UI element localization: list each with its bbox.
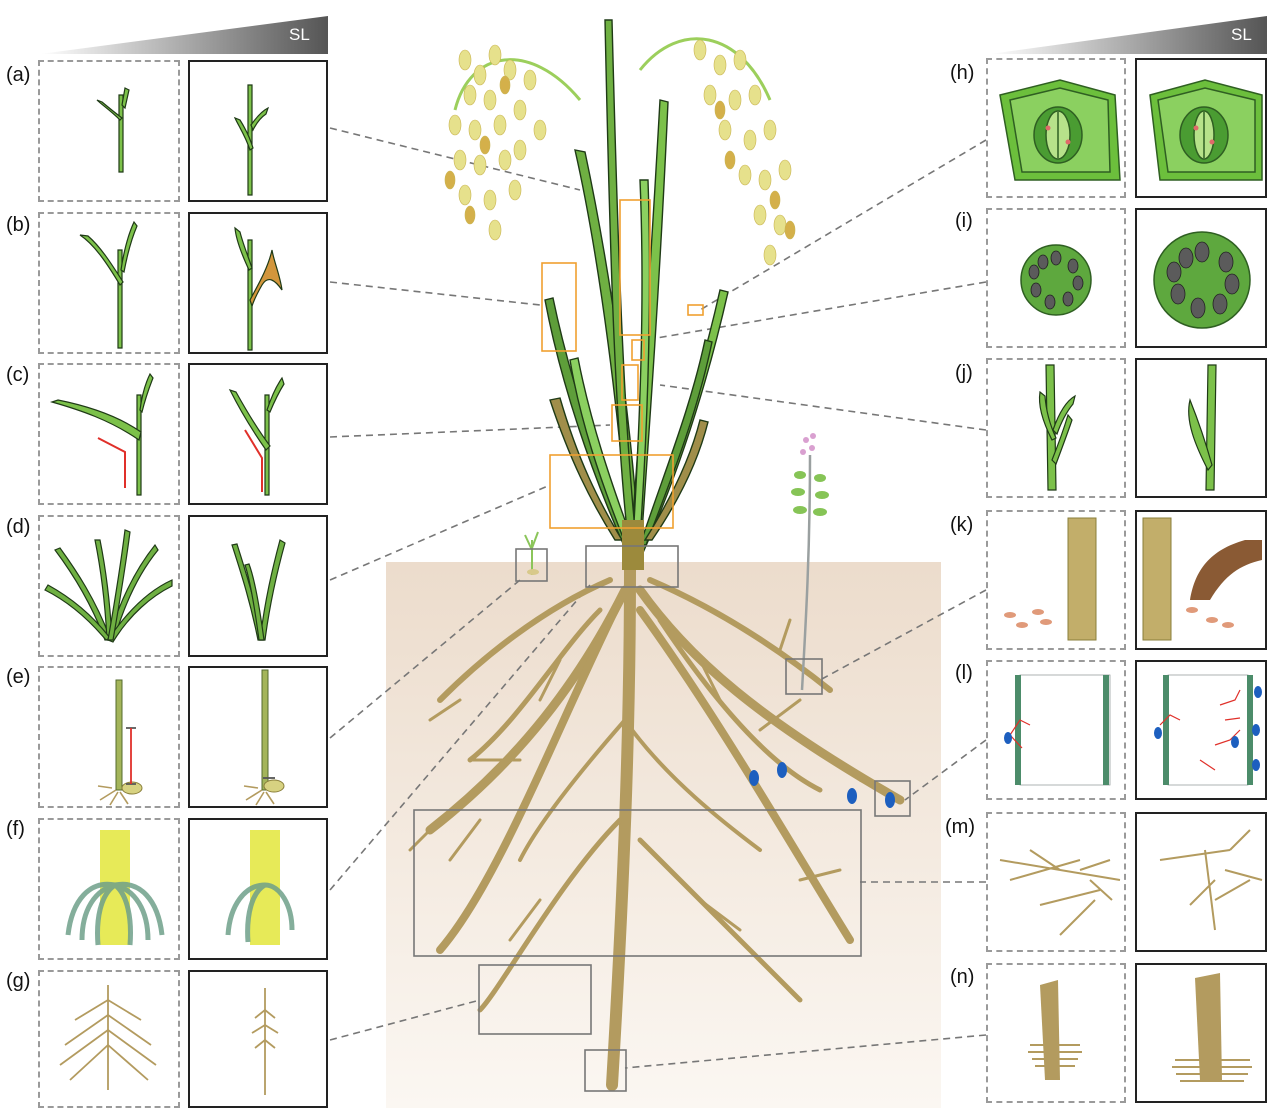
- panel-c-art: [52, 374, 284, 495]
- panel-d-art: [45, 530, 285, 642]
- panel-n-art: [1028, 973, 1252, 1081]
- panel-h-art: [1000, 80, 1262, 180]
- panel-k-art: [1004, 518, 1262, 640]
- panel-a-art: [97, 85, 268, 195]
- panel-g-art: [60, 985, 278, 1095]
- panel-c-angle-marks: [98, 430, 262, 492]
- panicle-left: [445, 45, 580, 240]
- panel-m-art: [1000, 830, 1262, 935]
- panel-i-art: [1021, 232, 1250, 328]
- rice-shoot: [545, 20, 728, 560]
- panel-j-art: [1040, 365, 1217, 490]
- panel-e-mesocotyl-marks: [126, 728, 275, 784]
- panel-e-art: [98, 670, 284, 805]
- panel-b-art: [80, 222, 282, 350]
- panel-f-art: [68, 830, 292, 945]
